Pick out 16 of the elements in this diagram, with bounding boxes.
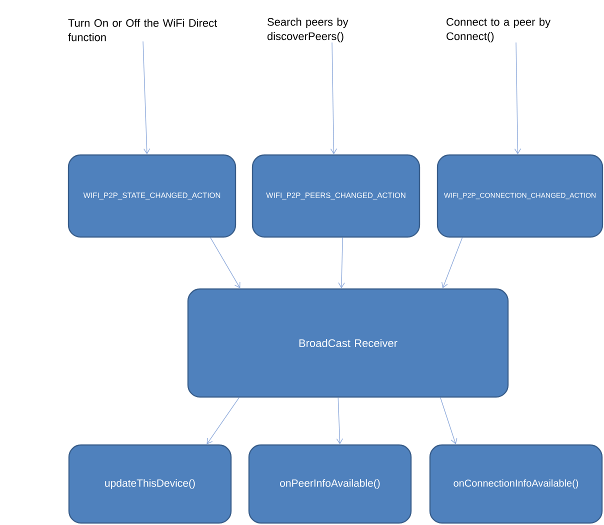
arrow [338, 237, 345, 288]
note-text: Search peers by discoverPeers() [267, 18, 348, 42]
arrow [336, 397, 344, 444]
arrow [442, 237, 463, 288]
process-box: onPeerInfoAvailable() [248, 444, 412, 524]
arrow [210, 237, 240, 288]
arrow [142, 41, 150, 154]
process-box: BroadCast Receiver [187, 288, 509, 398]
arrow [514, 42, 522, 154]
process-box: onConnectionInfoAvailable() [429, 444, 603, 524]
process-box: updateThisDevice() [68, 444, 232, 524]
note-text: Turn On or Off the WiFi Direct function [68, 18, 218, 42]
arrow [206, 397, 240, 444]
arrow [440, 397, 458, 444]
arrow [330, 42, 338, 154]
note-text: Connect to a peer by Connect() [446, 18, 551, 42]
